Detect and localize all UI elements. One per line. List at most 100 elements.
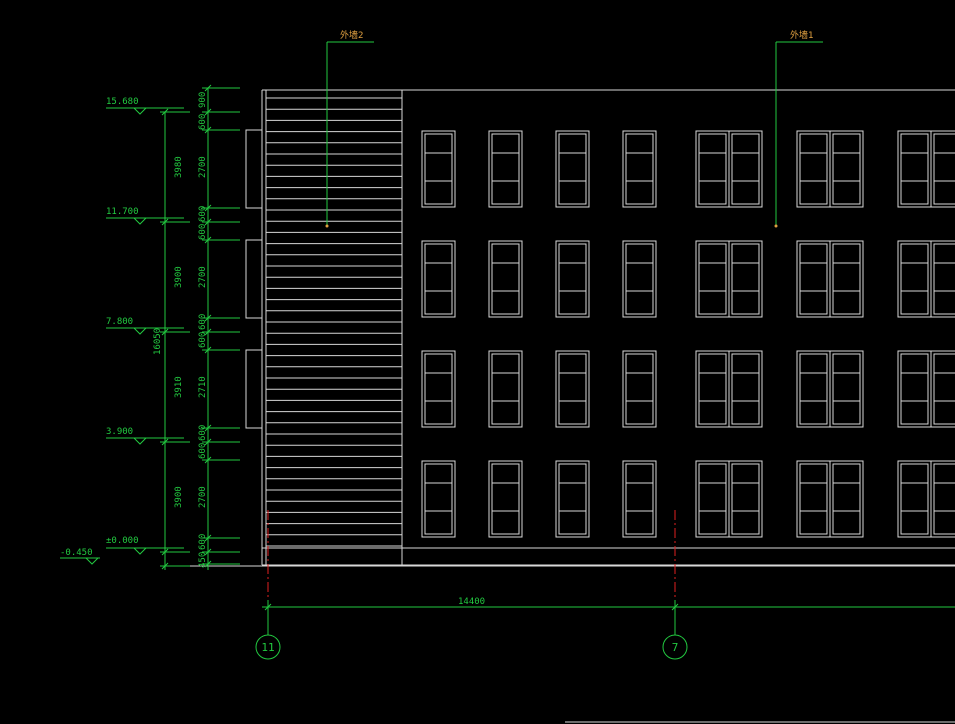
seg-dim-13: 450 xyxy=(198,552,208,568)
floor-tick-slash xyxy=(161,108,169,116)
window xyxy=(829,240,864,318)
window xyxy=(829,350,864,428)
dim-tick-slash xyxy=(204,218,212,226)
dim-tick-slash xyxy=(204,328,212,336)
window xyxy=(796,240,831,318)
window xyxy=(897,240,932,318)
dimension-chain xyxy=(160,84,240,570)
dim-tick-slash xyxy=(204,424,212,432)
window xyxy=(897,350,932,428)
window xyxy=(622,460,657,538)
window xyxy=(930,460,955,538)
seg-dim-4: 600 xyxy=(198,224,208,240)
dim-tick-slash xyxy=(204,346,212,354)
window xyxy=(695,240,730,318)
window xyxy=(829,460,864,538)
window xyxy=(421,130,456,208)
window xyxy=(555,350,590,428)
window xyxy=(421,240,456,318)
dim-tick-slash xyxy=(204,84,212,92)
window xyxy=(622,350,657,428)
seg-dim-5: 2700 xyxy=(198,266,208,288)
material-tag-left: 外墙2 xyxy=(325,29,374,228)
dim-tick-slash xyxy=(204,126,212,134)
elevation-label-7800: 7.800 xyxy=(106,317,133,327)
elevation-label-15680: 15.680 xyxy=(106,97,139,107)
window xyxy=(622,240,657,318)
material-tag-right: 外墙1 xyxy=(774,29,823,228)
axis-label-11: 11 xyxy=(261,641,274,654)
floor-dim-4: 3980 xyxy=(174,156,184,178)
elevation-label-11700: 11.700 xyxy=(106,207,139,217)
window xyxy=(930,240,955,318)
seg-dim-9: 600 xyxy=(198,425,208,441)
window xyxy=(695,130,730,208)
elevation-triangle xyxy=(85,557,99,565)
cladding-panel-lines xyxy=(266,97,402,547)
window xyxy=(930,350,955,428)
floor-tick-slash xyxy=(161,562,169,570)
window xyxy=(555,240,590,318)
seg-dim-2: 2700 xyxy=(198,156,208,178)
floor-tick-slash xyxy=(161,218,169,226)
floor-dim-2: 3910 xyxy=(174,376,184,398)
elevation-triangle xyxy=(133,107,147,115)
window xyxy=(555,130,590,208)
dim-tick-slash xyxy=(204,438,212,446)
elevation-triangle xyxy=(133,437,147,445)
seg-dim-8: 2710 xyxy=(198,376,208,398)
window xyxy=(488,130,523,208)
window xyxy=(728,460,763,538)
span-dimension: 14400 xyxy=(458,597,485,607)
seg-dim-0: 900 xyxy=(198,92,208,108)
elevation-triangle xyxy=(133,327,147,335)
axis-bubble-11 xyxy=(255,634,281,660)
window xyxy=(829,130,864,208)
floor-tick-slash xyxy=(161,548,169,556)
window xyxy=(796,350,831,428)
dim-tick-slash xyxy=(204,204,212,212)
floor-tick-slash xyxy=(161,328,169,336)
window xyxy=(728,130,763,208)
dim-tick-slash xyxy=(204,534,212,542)
window xyxy=(930,130,955,208)
window xyxy=(728,240,763,318)
window xyxy=(488,460,523,538)
axis-bubble-7 xyxy=(662,634,688,660)
dim-tick-slash xyxy=(204,560,212,568)
window xyxy=(421,350,456,428)
window xyxy=(488,350,523,428)
tag-label-right: 外墙1 xyxy=(790,29,813,41)
floor-tick-slash xyxy=(161,438,169,446)
elevation-markers xyxy=(60,107,184,565)
floor-dim-3: 3900 xyxy=(174,266,184,288)
dim-tick-slash xyxy=(204,108,212,116)
window xyxy=(488,240,523,318)
building-elevation xyxy=(160,89,955,567)
elevation-label-0000: ±0.000 xyxy=(106,536,139,546)
dim-tick-slash xyxy=(204,236,212,244)
seg-dim-1: 600 xyxy=(198,114,208,130)
axis-label-7: 7 xyxy=(672,641,679,654)
tag-label-left: 外墙2 xyxy=(340,29,363,41)
seg-dim-3: 600 xyxy=(198,206,208,222)
elevation-label-3900: 3.900 xyxy=(106,427,133,437)
floor-dim-1: 3900 xyxy=(174,486,184,508)
window xyxy=(897,130,932,208)
seg-dim-12: 600 xyxy=(198,534,208,550)
window xyxy=(555,460,590,538)
elevation-label-minus-0450: -0.450 xyxy=(60,548,93,558)
dim-tick-slash xyxy=(204,456,212,464)
grid-axes: 14400 11 7 xyxy=(255,510,955,660)
seg-dim-11: 2700 xyxy=(198,486,208,508)
window xyxy=(796,460,831,538)
window xyxy=(695,460,730,538)
elevation-triangle xyxy=(133,547,147,555)
window xyxy=(421,460,456,538)
seg-dim-10: 600 xyxy=(198,443,208,459)
seg-dim-6: 600 xyxy=(198,314,208,330)
side-balcony-panels xyxy=(245,129,263,429)
window xyxy=(796,130,831,208)
windows-group xyxy=(421,130,955,538)
